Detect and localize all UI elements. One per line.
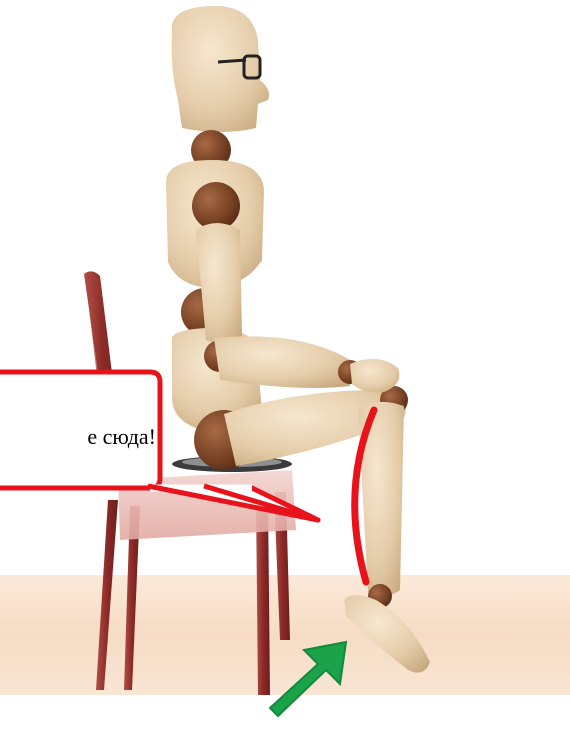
callout-text: е сюда! [0,424,160,450]
mannequin [166,6,430,673]
